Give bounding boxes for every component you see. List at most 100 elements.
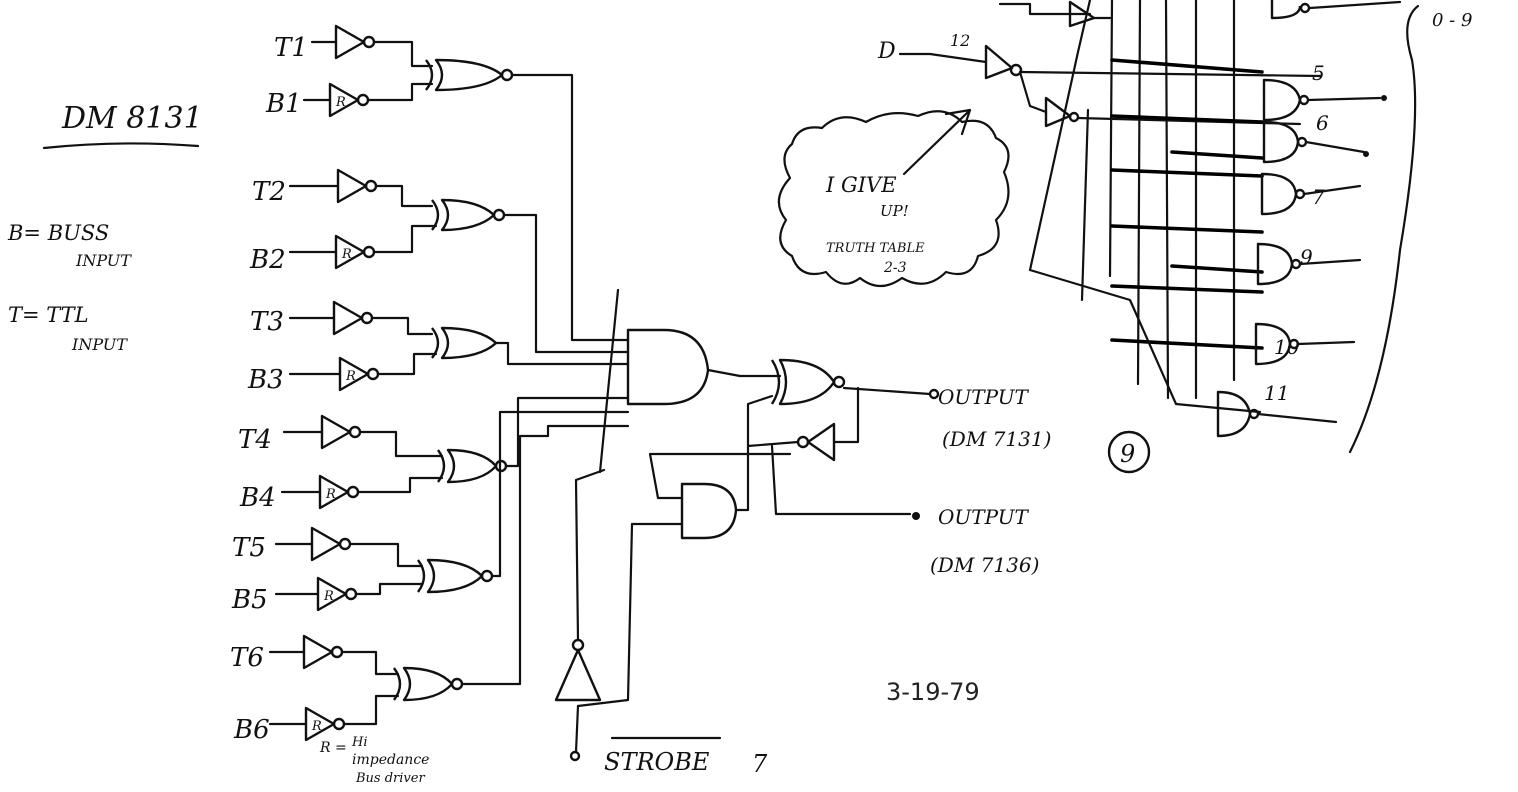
decoder-pin-label: 5 bbox=[1312, 61, 1325, 85]
decoder-input-label: D bbox=[877, 39, 896, 64]
cloud-outline bbox=[777, 110, 1010, 288]
output-line-7136 bbox=[770, 444, 912, 516]
input-label: B6 bbox=[233, 715, 270, 745]
decoder-range-label: 0 - 9 bbox=[1432, 10, 1472, 31]
output-7131-part: (DM 7131) bbox=[942, 427, 1051, 451]
legend-t-line1: T= TTL bbox=[8, 303, 89, 327]
strobe-line bbox=[576, 522, 684, 708]
input-stage-5: R bbox=[274, 410, 630, 612]
decoder-inverter bbox=[1044, 96, 1072, 128]
match-and-gate bbox=[626, 328, 710, 406]
inverter-gate bbox=[332, 300, 364, 336]
xnor-gate bbox=[431, 198, 496, 232]
xnor-gate bbox=[417, 558, 484, 594]
decoder-nand-gate bbox=[1260, 172, 1298, 216]
bus-receiver-gate bbox=[334, 234, 366, 270]
feedback-buffer-gate bbox=[806, 422, 836, 462]
input-label: B4 bbox=[239, 483, 276, 513]
cloud-line4: 2-3 bbox=[883, 260, 907, 276]
input-label: B3 bbox=[247, 365, 284, 395]
cloud-line2: UP! bbox=[880, 202, 909, 220]
r-marker: R bbox=[341, 247, 352, 262]
inverter-bubble bbox=[362, 35, 376, 49]
decoder-inverter bbox=[1068, 0, 1096, 28]
strobe-inverter-gate bbox=[554, 648, 602, 702]
legend: B= BUSS INPUT T= TTL INPUT bbox=[7, 221, 132, 354]
output-bubble bbox=[832, 375, 846, 389]
date-label: 3-19-79 bbox=[886, 678, 980, 706]
decoder-pin-label: 7 bbox=[1312, 185, 1325, 209]
cloud-arrow-line bbox=[902, 110, 970, 176]
input-label: T5 bbox=[232, 533, 266, 563]
input-label: T3 bbox=[250, 307, 284, 337]
output-or-gate bbox=[770, 358, 836, 406]
circled-number bbox=[1107, 430, 1151, 474]
inverter-gate bbox=[310, 526, 342, 562]
decoder-nand-gate bbox=[1216, 390, 1252, 438]
bus-receiver-gate bbox=[318, 474, 350, 510]
output-7136-part: (DM 7136) bbox=[930, 553, 1039, 577]
strobe-and-gate bbox=[680, 482, 738, 540]
circled-number-text: 9 bbox=[1120, 440, 1135, 468]
decoder-nand-gate bbox=[1262, 78, 1302, 122]
input-label: T1 bbox=[274, 33, 308, 63]
input-stage-6: R bbox=[268, 424, 630, 742]
r-marker: R bbox=[323, 589, 334, 604]
r-legend-line2: Hi bbox=[351, 735, 368, 750]
inverter-gate bbox=[334, 24, 366, 60]
input-label: T2 bbox=[252, 177, 286, 207]
inverter-gate bbox=[302, 634, 334, 670]
match-wire bbox=[706, 368, 782, 378]
input-label: T4 bbox=[238, 425, 272, 455]
bus-receiver-gate bbox=[328, 82, 360, 118]
and-input-bar bbox=[598, 288, 620, 474]
cloud-note: I GIVE UP! TRUTH TABLE 2-3 bbox=[777, 108, 1010, 288]
r-legend: R = Hi impedance Bus driver bbox=[319, 735, 429, 786]
r-marker: R bbox=[325, 487, 336, 502]
bus-receiver-gate bbox=[316, 576, 348, 612]
input-label: B1 bbox=[265, 89, 302, 119]
input-stage-1: R bbox=[302, 24, 630, 342]
output-terminal-7131 bbox=[928, 388, 940, 400]
strobe-label: STROBE bbox=[604, 748, 710, 776]
input-stage-4: R bbox=[280, 396, 630, 510]
decoder-nand-gate bbox=[1256, 242, 1294, 286]
legend-b-line2: INPUT bbox=[75, 251, 132, 270]
input-label: T6 bbox=[230, 643, 264, 673]
diagram-title: DM 8131 bbox=[61, 101, 203, 136]
input-stage-3: R bbox=[288, 300, 630, 392]
input-stage-2: R bbox=[288, 168, 630, 354]
output-7136-label: OUTPUT bbox=[938, 505, 1030, 529]
xnor-gate bbox=[393, 666, 454, 702]
bus-receiver-gate bbox=[338, 356, 370, 392]
r-marker: R bbox=[335, 95, 346, 110]
legend-t-line2: INPUT bbox=[71, 335, 128, 354]
decoder-pin-label: 9 bbox=[1300, 245, 1313, 269]
input-labels: T1 B1 T2 B2 T3 B3 T4 B4 T5 B5 T6 B6 bbox=[230, 33, 308, 745]
r-legend-line4: Bus driver bbox=[355, 771, 425, 786]
xnor-gate bbox=[425, 58, 504, 92]
decoder-nand-gate bbox=[1262, 120, 1300, 164]
decoder-brace bbox=[1348, 4, 1420, 454]
decoder-pin-label: 10 bbox=[1274, 335, 1300, 359]
input-label: B5 bbox=[231, 585, 268, 615]
cloud-line1: I GIVE bbox=[825, 173, 897, 197]
output-7131-label: OUTPUT bbox=[938, 385, 1030, 409]
cloud-line3: TRUTH TABLE bbox=[826, 241, 925, 256]
decoder-pin-label: 11 bbox=[1264, 381, 1289, 405]
strobe-pin: 7 bbox=[752, 750, 768, 778]
decoder-input-inverter bbox=[984, 44, 1014, 80]
output-terminal-7136 bbox=[912, 512, 920, 520]
decoder-section: D 12 bbox=[877, 0, 1472, 454]
decoder-pin-label: 6 bbox=[1316, 111, 1329, 135]
xnor-gate bbox=[437, 448, 498, 484]
decoder-and-gate bbox=[1270, 0, 1302, 20]
decoder-input-pin: 12 bbox=[950, 31, 970, 50]
bus-receiver-gate bbox=[304, 706, 336, 742]
inverter-gate bbox=[336, 168, 368, 204]
r-marker: R bbox=[311, 719, 322, 734]
r-legend-line3: impedance bbox=[352, 752, 429, 768]
r-marker: R bbox=[345, 369, 356, 384]
strobe-terminal bbox=[569, 750, 581, 762]
